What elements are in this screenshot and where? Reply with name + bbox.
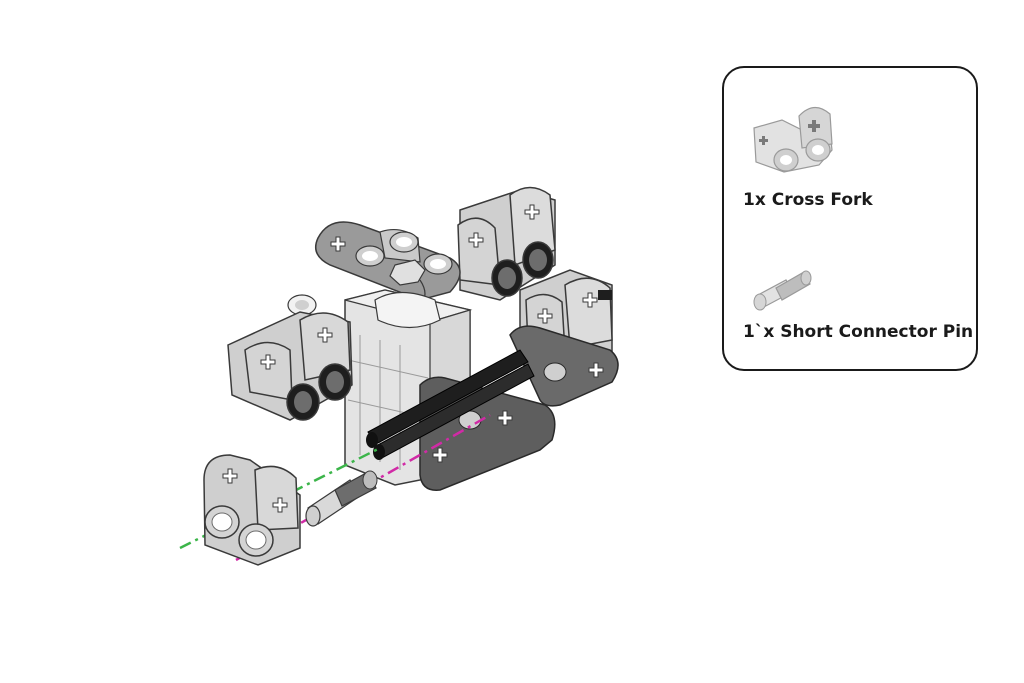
exploded-cross-fork xyxy=(203,454,301,566)
part-cross-fork: 1x Cross Fork xyxy=(724,100,976,220)
top-beam xyxy=(315,221,461,306)
part-label-cross-fork: 1x Cross Fork xyxy=(743,190,873,210)
short-connector-pin xyxy=(305,470,378,527)
cross-fork-icon xyxy=(753,106,833,173)
short-connector-pin-icon xyxy=(753,270,812,311)
axles xyxy=(366,349,535,460)
left-cross-fork xyxy=(227,294,353,421)
top-right-cross-fork xyxy=(457,186,556,301)
part-label-short-connector-pin: 1`x Short Connector Pin xyxy=(743,322,974,342)
part-short-connector-pin: 1`x Short Connector Pin xyxy=(724,266,976,366)
parts-list-panel: 1x Cross Fork 1`x Short Connector Pin xyxy=(722,66,978,371)
